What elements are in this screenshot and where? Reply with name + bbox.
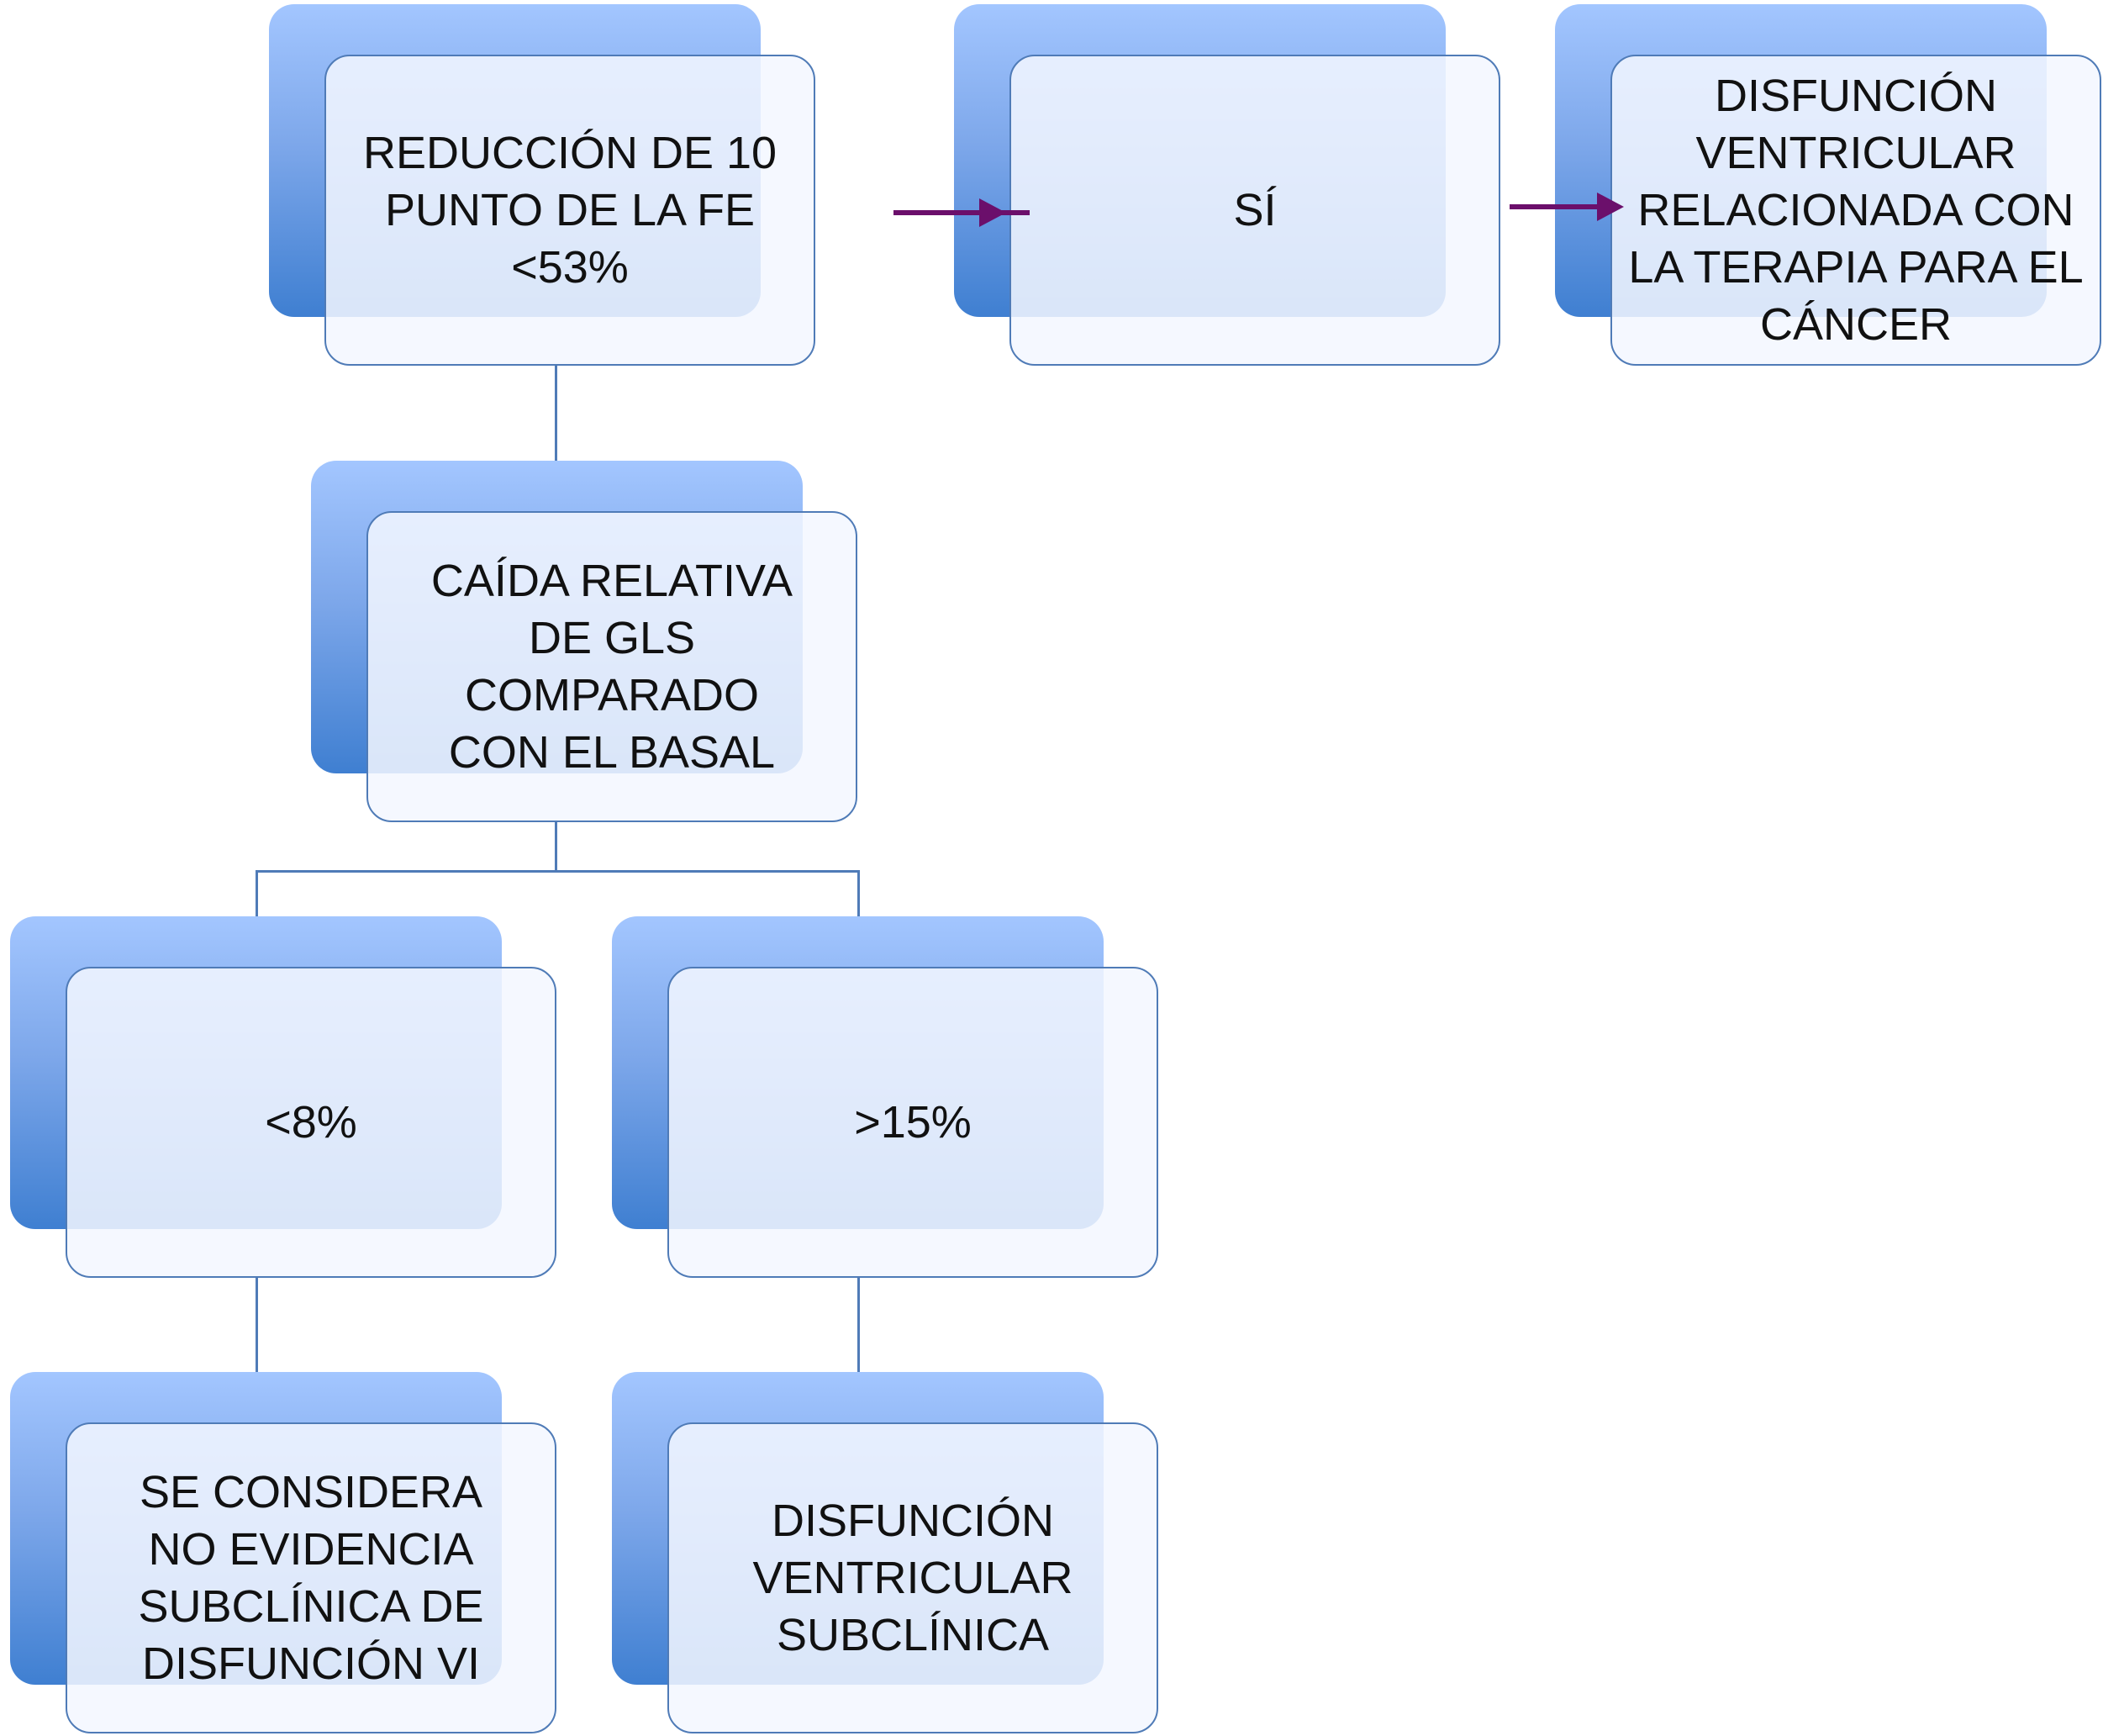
connector-branch-horizontal [256,870,859,873]
connector-gls-down [555,822,557,872]
connector-fe-to-gls [555,366,557,510]
arrow-head-icon [1597,193,1624,221]
node-disfuncion-subclinica: DISFUNCIÓN VENTRICULAR SUBCLÍNICA [612,1372,1200,1733]
connector-menor-8-to-no-evidencia [256,1278,258,1422]
node-label: DISFUNCIÓN VENTRICULAR RELACIONADA CON L… [1628,71,2084,350]
node-label: SE CONSIDERA NO EVIDENCIA SUBCLÍNICA DE … [138,1467,484,1689]
node-caida-gls: CAÍDA RELATIVA DE GLS COMPARADO CON EL B… [311,461,899,822]
arrow-fe-to-si [893,210,1030,215]
node-label: REDUCCIÓN DE 10 PUNTO DE LA FE <53% [362,128,777,293]
node-no-evidencia: SE CONSIDERA NO EVIDENCIA SUBCLÍNICA DE … [10,1372,598,1733]
node-menor-8: <8% [10,916,598,1278]
node-reduccion-fe: REDUCCIÓN DE 10 PUNTO DE LA FE <53% [269,4,857,366]
node-label: <8% [265,1097,357,1148]
node-label: CAÍDA RELATIVA DE GLS COMPARADO CON EL B… [430,556,793,778]
node-label: DISFUNCIÓN VENTRICULAR SUBCLÍNICA [752,1496,1073,1660]
node-label: >15% [854,1097,972,1148]
node-si: SÍ [954,4,1542,366]
node-label: SÍ [1233,185,1277,235]
node-disfuncion-terapia: DISFUNCIÓN VENTRICULAR RELACIONADA CON L… [1555,4,2103,366]
connector-mayor-15-to-subclinica [857,1278,860,1422]
arrow-si-to-disfuncion [1510,204,1610,209]
node-mayor-15: >15% [612,916,1200,1278]
arrow-head-icon [979,198,1006,227]
